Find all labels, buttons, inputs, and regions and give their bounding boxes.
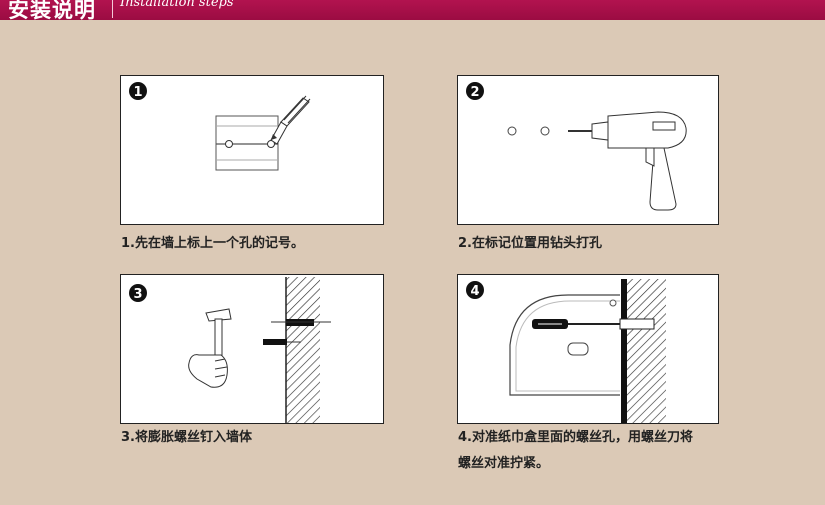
step-1-caption: 1.先在墙上标上一个孔的记号。 xyxy=(121,236,304,251)
header-subtitle: Installation steps xyxy=(120,0,234,10)
screw-icon xyxy=(619,318,655,330)
page-header: 安装说明 Installation steps xyxy=(0,0,825,22)
step-3-caption: 3.将膨胀螺丝钉入墙体 xyxy=(121,430,252,445)
step-4-caption-line2: 螺丝对准拧紧。 xyxy=(458,456,550,471)
hammer-icon xyxy=(188,308,232,388)
step-2-illustration: 2 xyxy=(466,82,687,211)
step-1-badge: 1 xyxy=(133,85,142,100)
step-3-badge: 3 xyxy=(133,287,142,302)
drill-icon xyxy=(568,111,687,211)
step-3-panel: 3 xyxy=(120,274,384,424)
wall-icon xyxy=(286,277,320,423)
step-3-illustration: 3 xyxy=(129,277,331,423)
wall-icon xyxy=(626,279,666,423)
header-title: 安装说明 xyxy=(8,0,96,22)
step-2-panel: 2 xyxy=(457,75,719,225)
step-2-caption: 2.在标记位置用钻头打孔 xyxy=(458,236,602,251)
tissue-box-icon xyxy=(509,294,620,396)
step-1-badge-circle xyxy=(129,82,147,100)
step-1-illustration: 1 xyxy=(129,82,311,171)
step-4-illustration: 4 xyxy=(466,279,666,423)
step-1-panel: 1 xyxy=(120,75,384,225)
step-2-badge: 2 xyxy=(470,85,479,100)
anchor-lower xyxy=(263,339,287,345)
pencil-icon xyxy=(270,95,311,145)
step-4-caption-line1: 4.对准纸巾盒里面的螺丝孔，用螺丝刀将 xyxy=(458,430,693,445)
mark-hole-left xyxy=(507,126,517,136)
screwdriver-icon xyxy=(532,319,620,329)
step-4-badge: 4 xyxy=(470,284,479,299)
step-4-panel: 4 xyxy=(457,274,719,424)
mark-hole-right xyxy=(540,126,550,136)
header-divider xyxy=(112,0,113,18)
